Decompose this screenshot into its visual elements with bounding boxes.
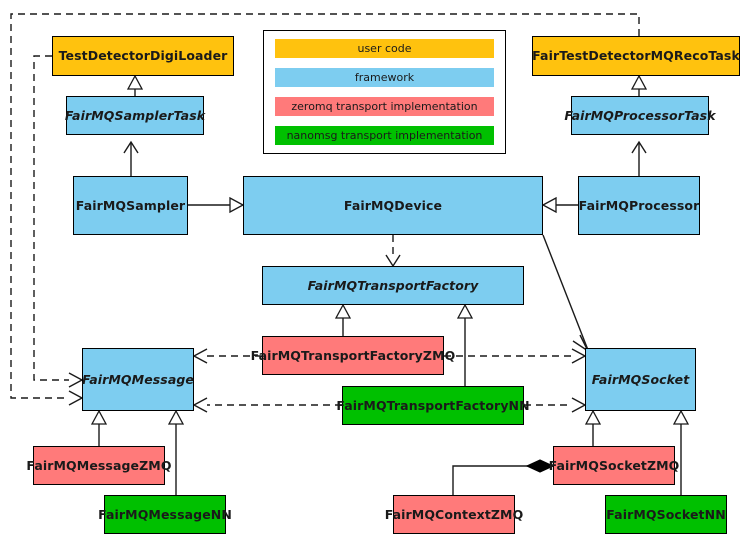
legend-item-user-code: user code [275, 39, 494, 58]
class-node-fairmqsocketzmq[interactable]: FairMQSocketZMQ [549, 446, 679, 485]
edge-device-to-socket [542, 234, 589, 351]
arrow-open-processortask [631, 140, 647, 154]
class-label: FairMQProcessorTask [564, 107, 716, 123]
class-node-fairmqdevice[interactable]: FairMQDevice [243, 176, 543, 235]
class-label: FairMQSamplerTask [64, 107, 206, 123]
class-label: FairTestDetectorMQRecoTask [532, 48, 740, 64]
class-node-fairmqsocket[interactable]: FairMQSocket [585, 348, 696, 411]
class-label: FairMQSocket [591, 371, 690, 387]
arrow-inheritance-device-right [541, 196, 557, 214]
arrow-inheritance-tf-right [456, 303, 474, 319]
class-label: FairMQSampler [75, 197, 186, 213]
class-node-fairmqcontextzmq[interactable]: FairMQContextZMQ [385, 495, 523, 534]
legend-item-nanomsg: nanomsg transport implementation [275, 126, 494, 145]
legend-item-framework: framework [275, 68, 494, 87]
arrow-open-message-from-tfzmq [192, 348, 208, 364]
edge-contextzmq-to-socketzmq [452, 465, 537, 495]
class-label: FairMQSocketZMQ [548, 457, 680, 473]
class-label: FairMQSocketNN [606, 506, 726, 522]
arrow-inheritance-tf-left [334, 303, 352, 319]
class-label: FairMQTransportFactoryNN [336, 397, 530, 413]
edge-recotask-to-message [10, 13, 640, 399]
arrow-inheritance-digiloader [126, 74, 144, 90]
class-node-fairmqprocessortask[interactable]: FairMQProcessorTask [564, 96, 716, 135]
class-node-testdetectordigiloader[interactable]: TestDetectorDigiLoader [52, 36, 234, 76]
legend-label: nanomsg transport implementation [286, 129, 483, 142]
class-node-fairtestdetectormqrecotask[interactable]: FairTestDetectorMQRecoTask [532, 36, 740, 76]
arrow-open-message-from-tfnn [192, 397, 208, 413]
class-node-fairmqmessagenn[interactable]: FairMQMessageNN [98, 495, 232, 534]
class-node-fairmqsampler[interactable]: FairMQSampler [73, 176, 188, 235]
class-label: FairMQMessageZMQ [26, 457, 172, 473]
class-node-fairmqmessagezmq[interactable]: FairMQMessageZMQ [26, 446, 171, 485]
arrow-inheritance-message-left [90, 409, 108, 425]
arrow-open-socket-from-tfzmq [571, 348, 587, 364]
arrow-inheritance-socket-left [584, 409, 602, 425]
arrow-inheritance-recotask [630, 74, 648, 90]
arrow-open-message-from-recotask [68, 390, 84, 406]
legend-item-zeromq: zeromq transport implementation [275, 97, 494, 116]
class-label: FairMQContextZMQ [384, 506, 524, 522]
class-node-fairmqsocketnn[interactable]: FairMQSocketNN [605, 495, 727, 534]
color-legend: user code framework zeromq transport imp… [263, 30, 506, 154]
edge-digiloader-to-message [33, 55, 69, 381]
arrow-open-transportfactory [385, 254, 401, 268]
legend-label: zeromq transport implementation [291, 100, 478, 113]
arrow-inheritance-message-right [167, 409, 185, 425]
legend-label: user code [357, 42, 412, 55]
class-label: FairMQDevice [343, 197, 443, 213]
class-node-fairmqsamplertask[interactable]: FairMQSamplerTask [64, 96, 206, 135]
class-label: FairMQMessage [82, 371, 195, 387]
arrow-inheritance-socket-right [672, 409, 690, 425]
arrow-open-message-from-digiloader [68, 372, 84, 388]
class-label: FairMQTransportFactory [307, 277, 479, 293]
arrow-open-samplertask [123, 140, 139, 154]
class-node-fairmqtransportfactoryzmq[interactable]: FairMQTransportFactoryZMQ [251, 336, 455, 375]
class-label: TestDetectorDigiLoader [58, 48, 228, 64]
class-node-fairmqtransportfactory[interactable]: FairMQTransportFactory [262, 266, 524, 305]
arrow-inheritance-device-left [229, 196, 245, 214]
legend-label: framework [354, 71, 415, 84]
arrow-open-socket-from-tfnn [571, 397, 587, 413]
class-node-fairmqtransportfactorynn[interactable]: FairMQTransportFactoryNN [336, 386, 530, 425]
arrow-composition-socketzmq [525, 459, 555, 473]
class-node-fairmqmessage[interactable]: FairMQMessage [82, 348, 194, 411]
class-node-fairmqprocessor[interactable]: FairMQProcessor [578, 176, 700, 235]
class-label: FairMQMessageNN [98, 506, 232, 522]
class-label: FairMQProcessor [578, 197, 700, 213]
class-label: FairMQTransportFactoryZMQ [250, 347, 456, 363]
